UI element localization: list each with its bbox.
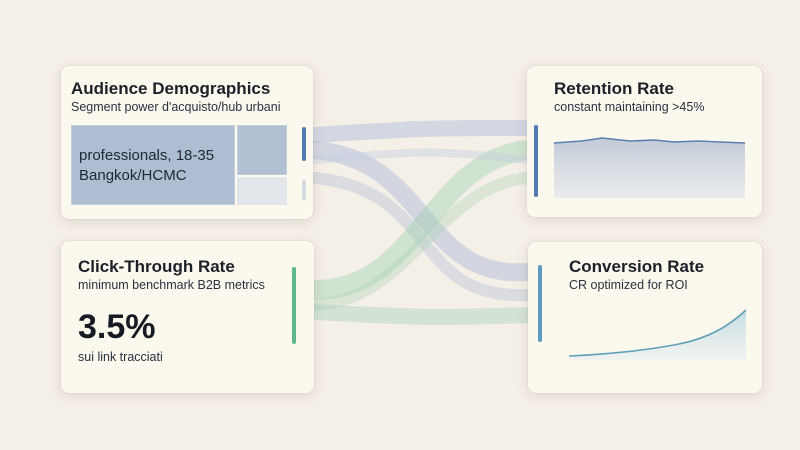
conversion-accent-bar xyxy=(538,265,542,342)
conversion-area xyxy=(569,310,746,360)
audience-accent-bar-faded xyxy=(302,180,306,200)
card-title: Audience Demographics xyxy=(71,79,271,98)
segment-line-2: Bangkok/HCMC xyxy=(79,167,187,184)
treemap-minor-segment xyxy=(237,177,287,205)
retention-line xyxy=(554,137,745,144)
treemap-main-segment: professionals, 18-35 Bangkok/HCMC xyxy=(71,125,235,205)
card-subtitle: Segment power d'acquisto/hub urbani xyxy=(71,100,281,114)
card-title: Click-Through Rate xyxy=(78,257,235,276)
segment-line-1: professionals, 18-35 xyxy=(79,147,215,164)
conversion-rate-card[interactable]: Conversion Rate CR optimized for ROI xyxy=(528,242,762,393)
card-subtitle: constant maintaining >45% xyxy=(554,100,705,114)
flow-ctr-to-retention-secondary xyxy=(309,172,534,311)
flow-audience-to-retention xyxy=(307,120,536,143)
card-title: Conversion Rate xyxy=(569,257,705,276)
retention-accent-bar xyxy=(534,125,538,197)
audience-accent-bar xyxy=(302,127,306,161)
flow-ctr-to-retention xyxy=(305,140,538,300)
treemap-segment-label: professionals, 18-35 Bangkok/HCMC xyxy=(79,146,214,186)
ctr-caption: sui link tracciati xyxy=(78,350,163,364)
ctr-accent-bar xyxy=(292,267,296,344)
conversion-line xyxy=(569,309,746,357)
flow-ctr-to-conversion xyxy=(307,304,536,325)
flow-audience-to-conversion xyxy=(306,141,537,282)
treemap-secondary-segment xyxy=(237,125,287,175)
audience-demographics-card[interactable]: Audience Demographics Segment power d'ac… xyxy=(61,66,313,219)
card-subtitle: minimum benchmark B2B metrics xyxy=(78,278,265,292)
card-title: Retention Rate xyxy=(554,79,674,98)
card-subtitle: CR optimized for ROI xyxy=(569,278,688,292)
click-through-rate-card[interactable]: Click-Through Rate minimum benchmark B2B… xyxy=(61,241,314,393)
conversion-sparkline xyxy=(569,309,746,360)
ctr-value: 3.5% xyxy=(78,308,156,346)
flow-audience-to-retention-thin xyxy=(311,148,532,164)
audience-treemap: professionals, 18-35 Bangkok/HCMC xyxy=(71,125,287,205)
flow-audience-to-conversion-secondary xyxy=(309,172,534,302)
retention-area xyxy=(554,138,745,198)
retention-rate-card[interactable]: Retention Rate constant maintaining >45% xyxy=(527,66,762,217)
retention-sparkline xyxy=(554,137,745,198)
